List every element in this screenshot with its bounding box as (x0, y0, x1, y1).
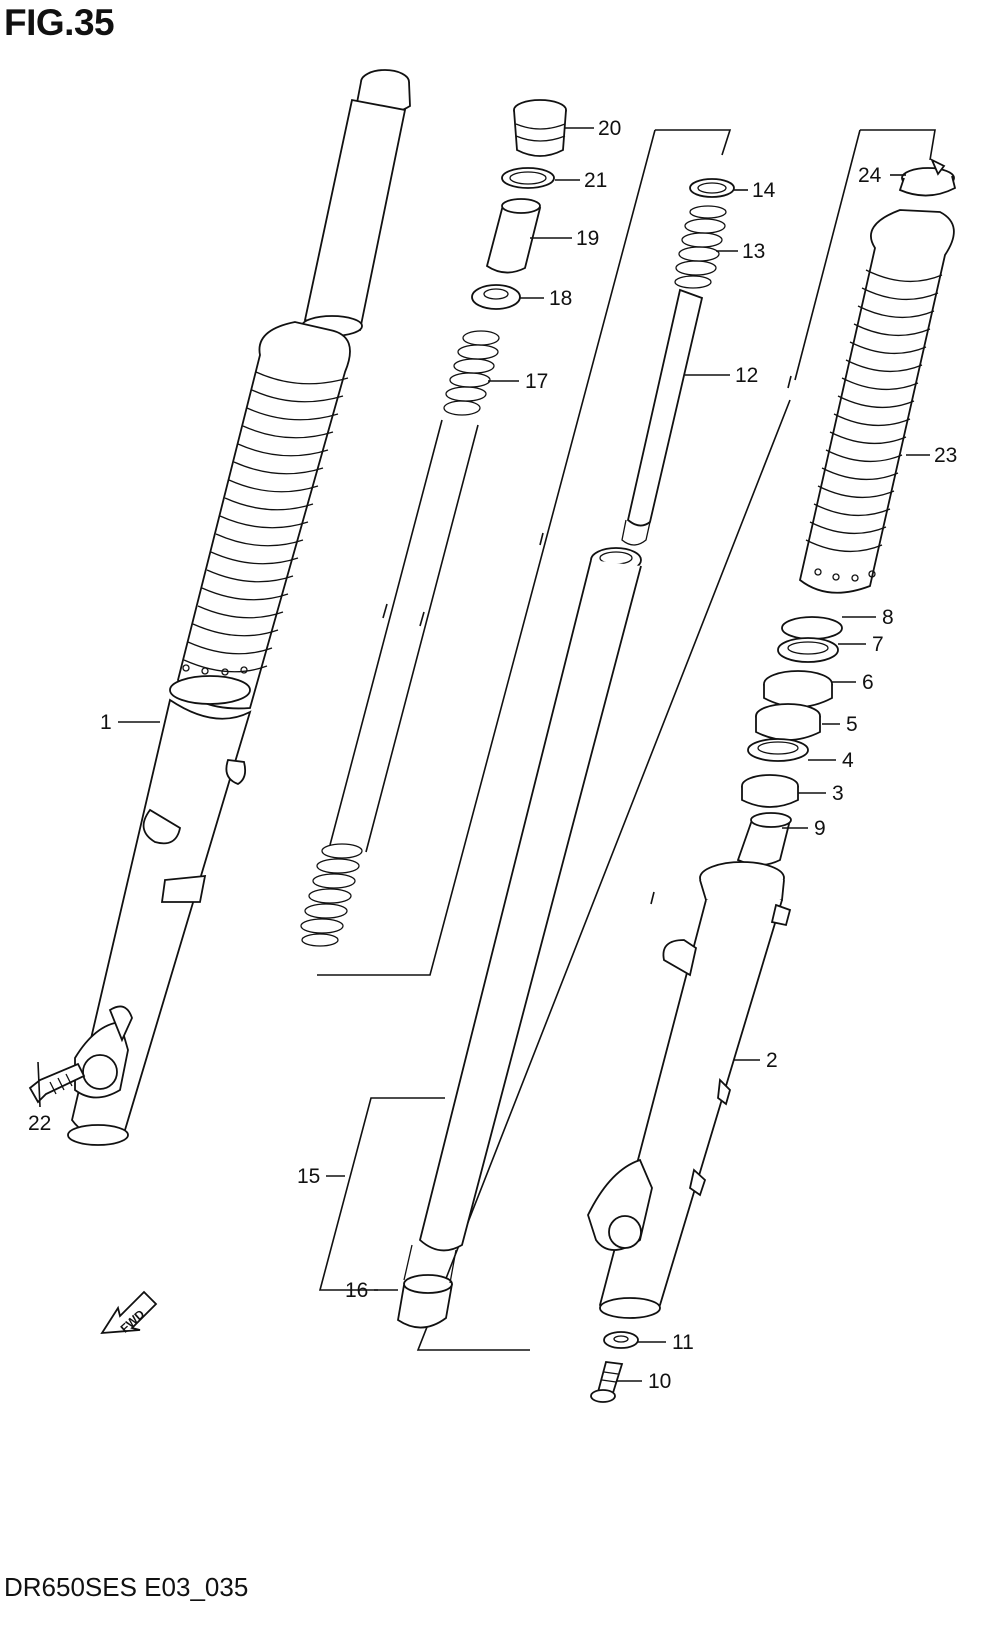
callout-3: 3 (832, 782, 844, 805)
callout-14: 14 (752, 179, 776, 202)
callout-19: 19 (576, 227, 599, 250)
callout-20: 20 (598, 117, 621, 140)
right-fork-assembly (587, 158, 957, 1403)
callout-24: 24 (858, 164, 882, 187)
forward-arrow: FWD (100, 1290, 158, 1336)
damper-group (318, 129, 936, 1351)
callout-22: 22 (28, 1112, 51, 1135)
callout-5: 5 (846, 713, 858, 736)
callout-6: 6 (862, 671, 874, 694)
figure-title: FIG.35 (4, 2, 115, 43)
callout-11: 11 (672, 1331, 694, 1354)
callout-1: 1 (100, 711, 112, 734)
callout-12: 12 (735, 364, 758, 387)
callout-9: 9 (814, 817, 826, 840)
callout-13: 13 (742, 240, 765, 263)
bolt-22 (28, 1062, 86, 1104)
callout-2: 2 (766, 1049, 778, 1072)
callout-21: 21 (584, 169, 607, 192)
callout-16: 16 (345, 1279, 368, 1302)
callout-4: 4 (842, 749, 854, 772)
spring-group (300, 99, 732, 976)
left-fork-assembly (67, 69, 411, 1146)
callout-18: 18 (549, 287, 572, 310)
callout-23: 23 (934, 444, 957, 467)
callout-8: 8 (882, 606, 894, 629)
break-marks (539, 375, 792, 905)
callout-7: 7 (872, 633, 884, 656)
callout-10: 10 (648, 1370, 671, 1393)
callout-labels: 1 2 3 4 5 6 7 8 9 10 11 12 13 14 15 16 1… (28, 117, 957, 1393)
diagram-code: DR650SES E03_035 (4, 1572, 249, 1602)
callout-15: 15 (297, 1165, 320, 1188)
callout-17: 17 (525, 370, 548, 393)
leader-lines (37, 127, 930, 1382)
